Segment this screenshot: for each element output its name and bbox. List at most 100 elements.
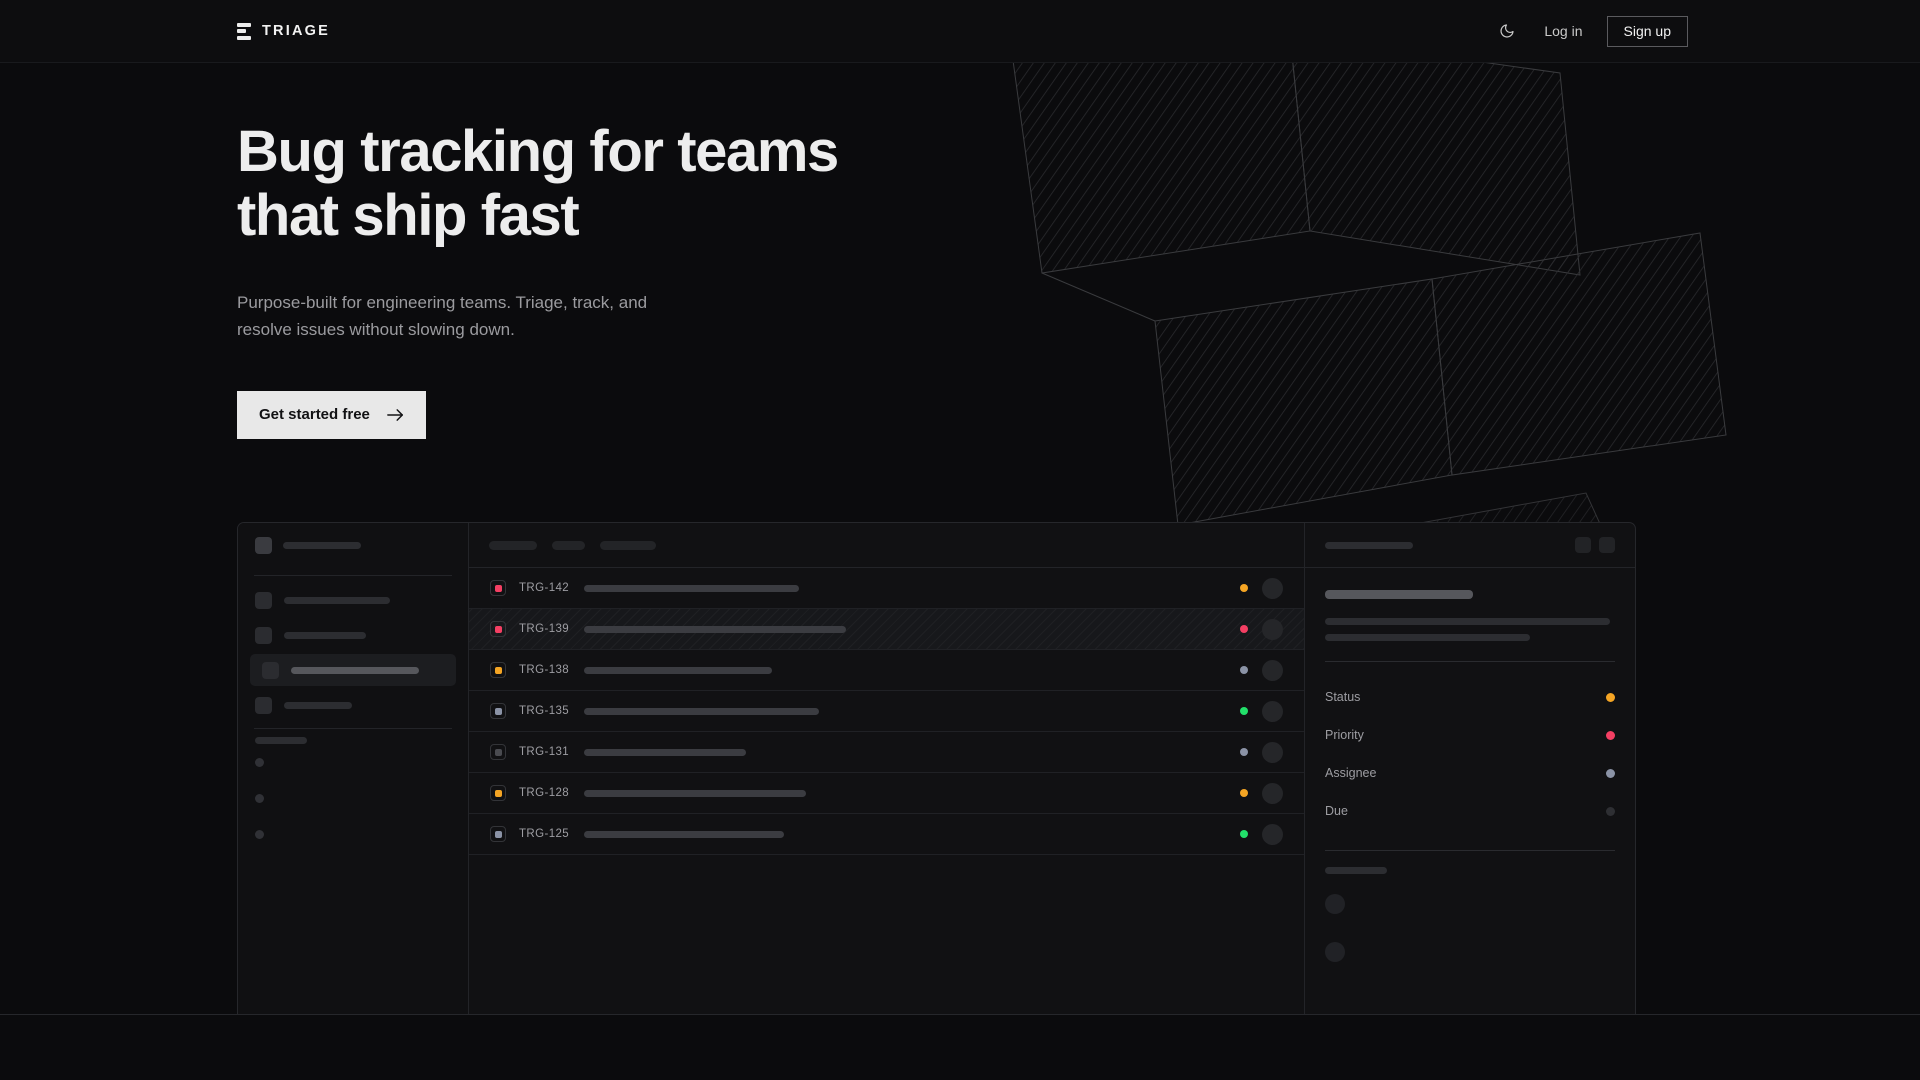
page-divider [0, 1014, 1920, 1015]
sidebar-item-label [291, 666, 419, 674]
status-badge[interactable] [1240, 830, 1248, 838]
row-meta [1240, 782, 1283, 804]
meta-row-status[interactable]: Status [1325, 678, 1615, 716]
row-meta [1240, 659, 1283, 681]
meta-label: Priority [1325, 728, 1364, 742]
sidebar-item-icon [255, 626, 272, 644]
meta-value-dot [1606, 768, 1615, 778]
list-filter-chip-1[interactable] [552, 540, 585, 550]
brand-logo[interactable]: TRIAGE [237, 22, 330, 40]
avatar [1325, 893, 1345, 914]
status-badge[interactable] [1240, 584, 1248, 592]
meta-label: Due [1325, 804, 1348, 818]
table-row[interactable]: TRG-128 [469, 773, 1304, 814]
sidebar-item-2[interactable] [250, 654, 456, 686]
detail-divider [1325, 661, 1615, 662]
table-row[interactable]: TRG-142 [469, 568, 1304, 609]
signup-button[interactable]: Sign up [1606, 15, 1688, 47]
priority-indicator[interactable] [490, 621, 506, 637]
table-row[interactable]: TRG-139 [469, 609, 1304, 650]
detail-breadcrumb-placeholder [1325, 541, 1413, 549]
sidebar-item-0[interactable] [238, 584, 468, 616]
issue-title-placeholder [584, 789, 806, 797]
list-filter-chip-2[interactable] [600, 540, 656, 550]
row-meta [1240, 577, 1283, 599]
meta-label: Assignee [1325, 766, 1377, 780]
avatar[interactable] [1262, 577, 1283, 599]
sidebar-item-1[interactable] [238, 619, 468, 651]
table-row[interactable]: TRG-135 [469, 691, 1304, 732]
priority-indicator[interactable] [490, 703, 506, 719]
workspace-switcher[interactable] [238, 523, 468, 568]
meta-value-dot [1606, 806, 1615, 816]
avatar[interactable] [1262, 782, 1283, 804]
sidebar-nav-list [238, 584, 468, 721]
issue-id: TRG-138 [519, 664, 570, 676]
sidebar-divider-2 [254, 728, 452, 729]
sidebar-item-label [284, 596, 390, 604]
workspace-name-placeholder [283, 542, 361, 549]
issue-title-placeholder [584, 707, 819, 715]
login-link[interactable]: Log in [1544, 23, 1583, 39]
sidebar-item-3[interactable] [238, 689, 468, 721]
sidebar-sub-item-1[interactable] [238, 780, 468, 816]
detail-divider-2 [1325, 850, 1615, 851]
sidebar-sub-list [238, 744, 468, 852]
table-row[interactable]: TRG-125 [469, 814, 1304, 855]
more-button[interactable] [1599, 537, 1615, 553]
detail-text-line-1 [1325, 634, 1530, 641]
arrow-right-icon [387, 408, 403, 421]
sidebar-sub-dot [255, 757, 264, 767]
meta-value-dot [1606, 730, 1615, 740]
mockup-sidebar [238, 523, 469, 1014]
detail-description-placeholder [1325, 618, 1615, 641]
issue-title-placeholder [584, 584, 799, 592]
meta-row-assignee[interactable]: Assignee [1325, 754, 1615, 792]
priority-indicator[interactable] [490, 826, 506, 842]
sidebar-sub-item-2[interactable] [238, 816, 468, 852]
avatar[interactable] [1262, 741, 1283, 763]
avatar[interactable] [1262, 700, 1283, 722]
table-row[interactable]: TRG-131 [469, 732, 1304, 773]
priority-indicator[interactable] [490, 785, 506, 801]
priority-indicator[interactable] [490, 744, 506, 760]
moon-icon[interactable] [1494, 18, 1520, 44]
avatar[interactable] [1262, 618, 1283, 640]
status-badge[interactable] [1240, 789, 1248, 797]
issue-title-placeholder [584, 666, 772, 674]
issue-title-placeholder [584, 830, 784, 838]
sidebar-section-label [238, 737, 468, 744]
avatar[interactable] [1262, 659, 1283, 681]
sidebar-divider [254, 575, 452, 576]
comment-list [1325, 885, 1615, 970]
avatar[interactable] [1262, 823, 1283, 845]
row-meta [1240, 823, 1283, 845]
priority-indicator[interactable] [490, 580, 506, 596]
workspace-avatar [255, 537, 272, 554]
meta-row-due[interactable]: Due [1325, 792, 1615, 830]
avatar [1325, 941, 1345, 962]
table-row[interactable]: TRG-138 [469, 650, 1304, 691]
sidebar-item-label [284, 631, 366, 639]
priority-indicator[interactable] [490, 662, 506, 678]
issue-id: TRG-135 [519, 705, 570, 717]
meta-row-priority[interactable]: Priority [1325, 716, 1615, 754]
status-badge[interactable] [1240, 707, 1248, 715]
status-badge[interactable] [1240, 625, 1248, 633]
sidebar-item-icon [255, 696, 272, 714]
meta-value-dot [1606, 692, 1615, 702]
sidebar-sub-item-0[interactable] [238, 744, 468, 780]
issue-title-placeholder [584, 748, 746, 756]
get-started-button[interactable]: Get started free [237, 390, 426, 439]
status-badge[interactable] [1240, 748, 1248, 756]
cta-label: Get started free [259, 406, 370, 424]
issue-id: TRG-131 [519, 746, 570, 758]
page-title: Bug tracking for teams that ship fast [237, 119, 839, 249]
detail-title-placeholder [1325, 590, 1473, 599]
list-filter-chip-0[interactable] [489, 540, 537, 550]
expand-button[interactable] [1575, 537, 1591, 553]
status-badge[interactable] [1240, 666, 1248, 674]
